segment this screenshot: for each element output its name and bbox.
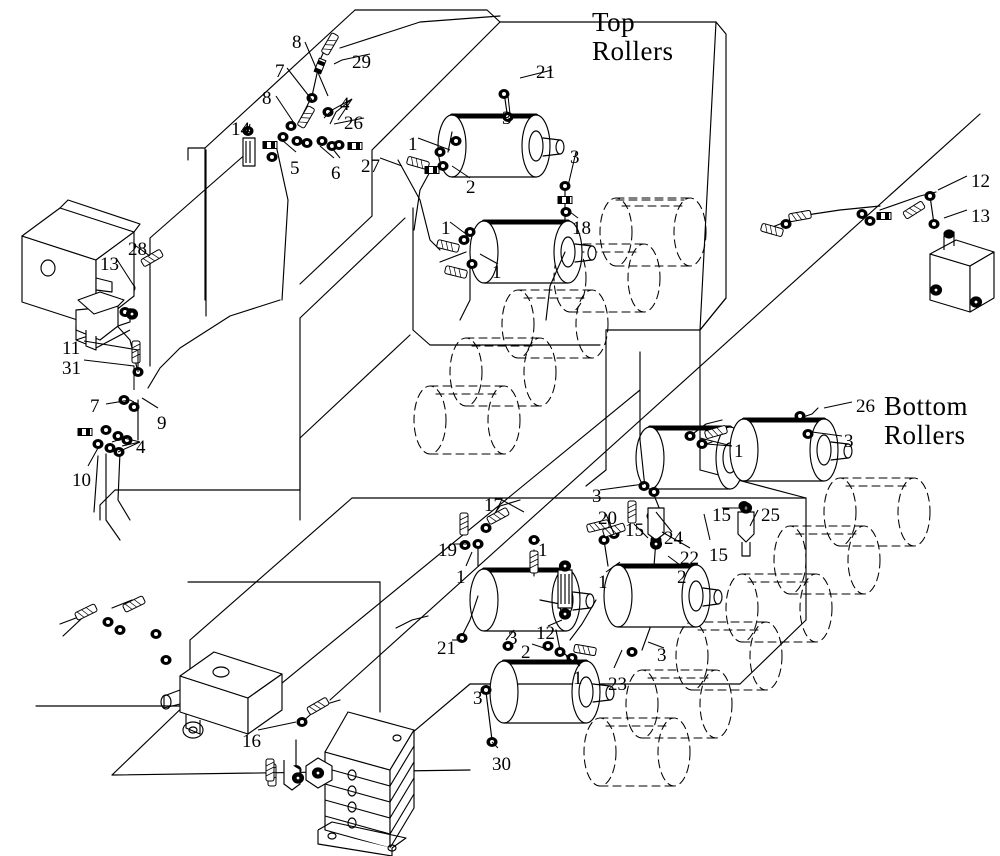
active-cylinder-bot-left-2 xyxy=(489,659,615,724)
callout-15c: 15 xyxy=(709,545,728,566)
callout-4a: 4 xyxy=(340,94,350,115)
active-cylinder-bot-right-2 xyxy=(729,417,853,482)
valve-block-lower-left-tank xyxy=(160,651,283,739)
callout-20: 20 xyxy=(598,508,617,529)
callout-15b: 15 xyxy=(625,520,644,541)
callout-22: 22 xyxy=(680,548,699,569)
callout-10: 10 xyxy=(72,470,91,491)
callout-1b: 1 xyxy=(441,218,451,239)
callout-1e: 1 xyxy=(538,540,548,561)
callout-17: 17 xyxy=(484,495,503,516)
callout-26b: 26 xyxy=(856,396,875,417)
hose-runs xyxy=(59,15,937,771)
section-title-top-rollers: Top Rollers xyxy=(592,7,674,67)
phantom-rollers xyxy=(413,197,931,787)
callout-19: 19 xyxy=(438,540,457,561)
callout-14: 14 xyxy=(231,119,250,140)
callout-23: 23 xyxy=(608,674,627,695)
callout-29: 29 xyxy=(352,52,371,73)
callout-3f: 3 xyxy=(657,645,667,666)
callout-3d: 3 xyxy=(592,486,602,507)
active-cylinder-bot-left-1 xyxy=(469,567,595,632)
section-title-bottom-rollers: Bottom Rollers xyxy=(884,391,969,451)
callout-8a: 8 xyxy=(292,32,302,53)
valve-block-upper-left xyxy=(21,199,141,349)
callout-30: 30 xyxy=(492,754,511,775)
callout-9: 9 xyxy=(157,413,167,434)
callout-26a: 26 xyxy=(344,113,363,134)
callout-1a: 1 xyxy=(408,134,418,155)
tee-fitting-manifold xyxy=(305,757,333,789)
gauge-12b xyxy=(557,560,573,620)
gauge-14 xyxy=(242,137,256,167)
callout-31: 31 xyxy=(62,358,81,379)
callout-3a: 3 xyxy=(502,108,512,129)
callout-12b: 12 xyxy=(536,623,555,644)
callout-16: 16 xyxy=(242,731,261,752)
active-cylinder-bot-mid xyxy=(603,563,723,628)
callout-15a: 15 xyxy=(712,505,731,526)
callout-25: 25 xyxy=(761,505,780,526)
callout-21b: 21 xyxy=(437,638,456,659)
callout-13a: 13 xyxy=(971,206,990,227)
callout-21a: 21 xyxy=(536,62,555,83)
callout-24: 24 xyxy=(664,528,683,549)
callout-18: 18 xyxy=(572,218,591,239)
callout-11: 11 xyxy=(62,338,81,359)
callout-3b: 3 xyxy=(570,147,580,168)
active-cylinder-top-1 xyxy=(437,113,565,178)
check-valve-22 xyxy=(647,507,665,550)
callout-1c: 1 xyxy=(492,262,502,283)
callout-1h: 1 xyxy=(573,668,583,689)
callout-2b: 2 xyxy=(677,567,687,588)
callout-1d: 1 xyxy=(734,441,744,462)
elbow-fitting-16 xyxy=(265,758,305,791)
active-cylinder-top-2 xyxy=(469,219,597,284)
callout-3e: 3 xyxy=(508,628,518,649)
valve-manifold-lower-left xyxy=(75,291,139,351)
valve-block-right xyxy=(929,229,995,313)
callout-4b: 4 xyxy=(136,437,146,458)
relief-valve-25 xyxy=(737,502,755,557)
callout-13b: 13 xyxy=(100,254,119,275)
callout-1g: 1 xyxy=(598,572,608,593)
callout-1f: 1 xyxy=(456,567,466,588)
callout-7a: 7 xyxy=(275,61,285,82)
manifold-stack xyxy=(317,711,415,856)
callout-2a: 2 xyxy=(466,177,476,198)
callout-28: 28 xyxy=(128,239,147,260)
callout-5: 5 xyxy=(290,158,300,179)
callout-6: 6 xyxy=(331,163,341,184)
callout-27: 27 xyxy=(361,156,380,177)
callout-8b: 8 xyxy=(262,88,272,109)
callout-2c: 2 xyxy=(521,642,531,663)
callout-7b: 7 xyxy=(90,396,100,417)
callout-3g: 3 xyxy=(473,688,483,709)
callout-3c: 3 xyxy=(844,431,854,452)
leader-lines xyxy=(83,41,968,749)
frame-panels xyxy=(62,207,807,776)
callout-12a: 12 xyxy=(971,171,990,192)
